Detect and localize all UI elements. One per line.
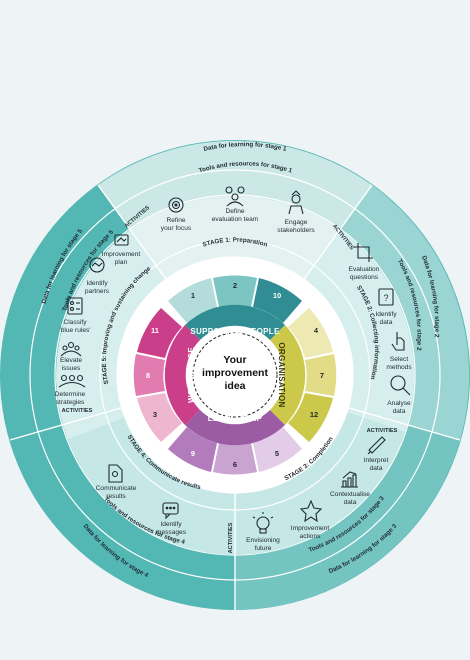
icons: ? xyxy=(58,186,411,534)
contextualise-l2: data xyxy=(344,499,357,506)
contextualise-l1: Contextualise xyxy=(330,491,370,498)
activities-label-stage3: ACTIVITIES xyxy=(367,428,398,434)
eval-questions-l2: questions xyxy=(350,274,379,281)
stakeholder-icon xyxy=(288,190,304,215)
engage-l1: Engage xyxy=(285,219,308,226)
improvement-actions-l2: actions xyxy=(300,533,322,540)
communicate-l1: Communicate xyxy=(96,485,137,492)
star-icon xyxy=(299,499,323,523)
numbers: 1 2 10 4 7 12 5 6 9 3 8 11 xyxy=(146,281,324,469)
interpret-data-l1: Interpret xyxy=(364,457,389,464)
center-dashed-ring xyxy=(192,332,278,418)
strategies-l1: Determine xyxy=(55,391,86,398)
number-1: 1 xyxy=(191,291,195,300)
envisioning-l2: future xyxy=(255,545,272,552)
rules-icon xyxy=(67,297,83,315)
blue-rules-l2: 'blue rules' xyxy=(59,327,90,334)
analyse-data-l2: data xyxy=(393,408,406,415)
improvement-plan-l1: Improvement xyxy=(102,251,141,258)
supported-people-band xyxy=(185,304,285,340)
center-line3: idea xyxy=(224,380,245,392)
define-team-l2: evaluation team xyxy=(212,216,259,223)
magnifier-icon xyxy=(390,375,411,396)
lightbulb-icon xyxy=(252,512,274,534)
number-12: 12 xyxy=(310,410,318,419)
question-doc-icon: ? xyxy=(378,288,394,306)
identify-data-l2: data xyxy=(380,319,393,326)
target-icon xyxy=(168,197,184,213)
activities-label-stage5: ACTIVITIES xyxy=(62,408,93,414)
engage-l2: stakeholders xyxy=(277,227,315,234)
number-6: 6 xyxy=(233,460,237,469)
center-line2: improvement xyxy=(202,367,268,379)
team-icon xyxy=(225,186,245,207)
number-segments xyxy=(133,275,337,475)
interpret-data-l2: data xyxy=(370,465,383,472)
growth-chart-icon xyxy=(341,471,358,488)
data-label-stage1: Data for learning for stage 1 xyxy=(203,141,288,153)
envisioning-l1: Envisioning xyxy=(246,537,280,544)
quadrant-workforce: WORKFORCE xyxy=(187,347,196,403)
chat-icon xyxy=(162,502,179,520)
quadrant-supported-people: SUPPORTED PEOPLE xyxy=(190,327,280,336)
refine-focus-l1: Refine xyxy=(166,217,185,224)
workforce-band xyxy=(164,325,200,425)
quadrant-organisation: ORGANISATION xyxy=(277,342,286,407)
elevate-l1: Elevate xyxy=(60,357,82,364)
hand-pointer-icon xyxy=(391,332,405,351)
center-disc xyxy=(187,327,283,423)
quadrant-leadership: LEADERSHIP xyxy=(208,414,263,423)
improvement-plan-l2: plan xyxy=(115,259,128,266)
identify-messages-l1: Identify xyxy=(160,521,182,528)
blue-rules-l1: Classify xyxy=(63,319,87,326)
partners-icon xyxy=(89,257,105,273)
identify-partners-l1: Identify xyxy=(86,280,108,287)
number-9: 9 xyxy=(191,449,195,458)
pencil-icon xyxy=(367,436,386,455)
number-4: 4 xyxy=(314,326,319,335)
select-methods-l1: Select xyxy=(390,356,408,363)
identify-messages-l2: messages xyxy=(156,529,187,536)
svg-text:?: ? xyxy=(383,293,388,303)
number-7: 7 xyxy=(320,371,324,380)
people-group-icon xyxy=(58,374,86,388)
analyse-data-l1: Analyse xyxy=(387,400,411,407)
activities-label-stage4: ACTIVITIES xyxy=(228,522,234,553)
number-8: 8 xyxy=(146,371,150,380)
center-line1: Your xyxy=(223,354,246,366)
refine-focus-l2: your focus xyxy=(161,225,192,232)
organisation-band xyxy=(270,325,306,425)
strategies-l2: strategies xyxy=(56,399,85,406)
select-methods-l2: methods xyxy=(386,364,412,371)
number-5: 5 xyxy=(275,449,279,458)
communicate-l2: results xyxy=(106,493,126,500)
identify-data-l1: Identify xyxy=(375,311,397,318)
number-10: 10 xyxy=(273,291,281,300)
activity-labels: Refine your focus Define evaluation team… xyxy=(55,208,413,552)
crop-icon xyxy=(354,243,373,262)
document-icon xyxy=(108,464,123,483)
elevate-icon xyxy=(60,341,82,357)
leadership-band xyxy=(185,410,285,446)
number-2: 2 xyxy=(233,281,237,290)
eval-questions-l1: Evaluation xyxy=(349,266,380,273)
number-11: 11 xyxy=(151,326,159,335)
number-3: 3 xyxy=(153,410,157,419)
identify-partners-l2: partners xyxy=(85,288,110,295)
plan-icon xyxy=(114,234,129,246)
define-team-l1: Define xyxy=(225,208,244,215)
improvement-actions-l1: Improvement xyxy=(291,525,330,532)
elevate-l2: issues xyxy=(62,365,81,372)
